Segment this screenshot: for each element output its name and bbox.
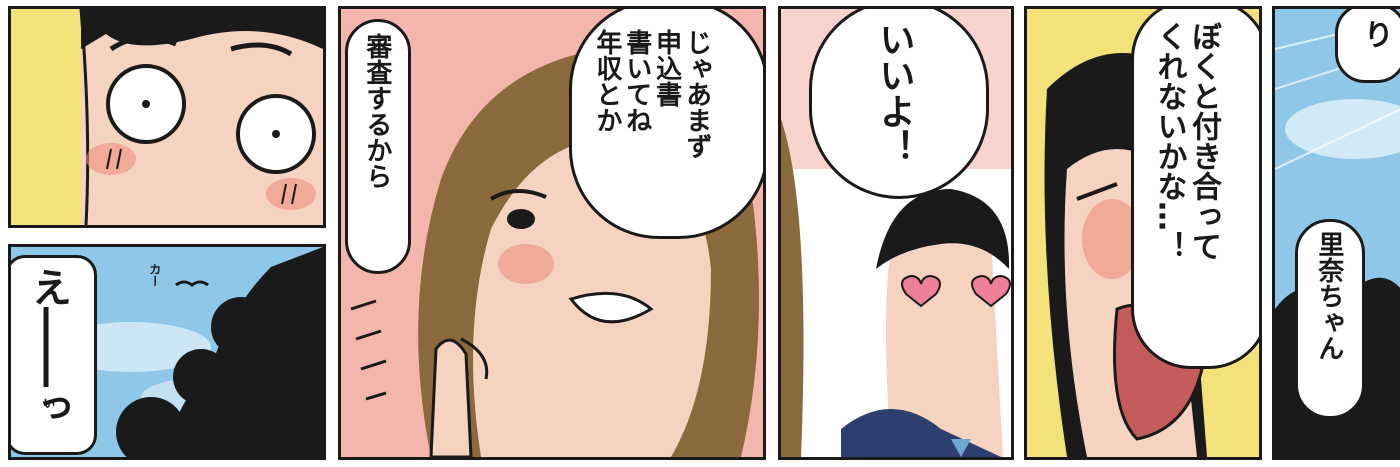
panel-shocked-face: [8, 6, 326, 228]
ok-text: いいよ！: [873, 21, 915, 165]
speech-text-2: 審査するから: [361, 33, 392, 189]
right-text-top: り: [1357, 19, 1393, 49]
exclaim-text: え――っ: [25, 267, 71, 427]
ok-bubble: [809, 9, 989, 199]
small-text: い: [41, 397, 56, 409]
speech-text-1: じゃあまず 申込書 書いてね 年収とか: [591, 29, 712, 159]
sky-trees-art: [51, 247, 323, 457]
right-bubble-top: [1335, 9, 1400, 83]
shocked-face-art: [11, 9, 323, 225]
right-bubble-name: [1295, 219, 1365, 419]
confession-text: ぼくと付き合って くれないかな…！: [1151, 21, 1222, 261]
exclaim-bubble: [11, 255, 97, 455]
speech-bubble-1: [569, 9, 763, 239]
speech-bubble-2: [345, 19, 411, 274]
panel-confession: ぼくと付き合って くれないかな…！: [1024, 6, 1262, 460]
panel-right-edge: り 里奈ちゃん: [1272, 6, 1400, 460]
confession-bubble: [1131, 9, 1259, 369]
right-text-name: 里奈ちゃん: [1313, 231, 1344, 361]
panel-woman: じゃあまず 申込書 書いてね 年収とか 審査するから: [338, 6, 766, 460]
panel-ok: いいよ！: [778, 6, 1014, 460]
crow-sound-text: カー: [147, 263, 162, 287]
panel-sky: カー え――っ い: [8, 244, 326, 460]
